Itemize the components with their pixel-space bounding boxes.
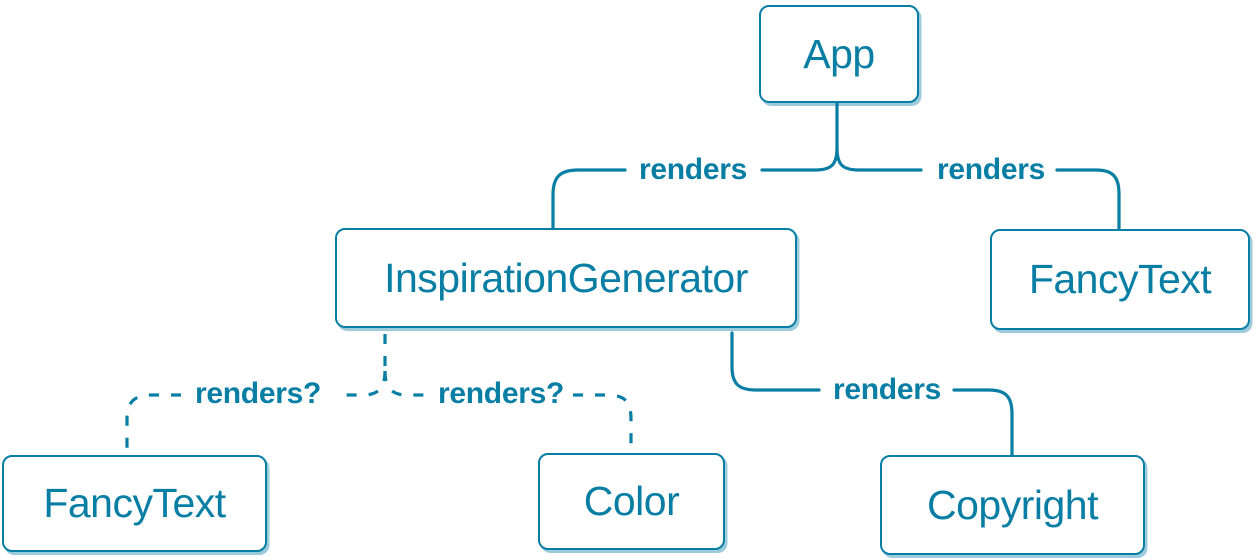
edge-inspirationgenerator-to-copyright-line <box>730 331 1014 457</box>
edge-inspirationgenerator-to-color-dashed-line <box>383 370 633 453</box>
node-fancy-text-top-label: FancyText <box>1028 256 1212 302</box>
node-inspiration-generator: InspirationGenerator <box>335 228 797 328</box>
node-copyright-label: Copyright <box>927 481 1098 528</box>
edge-label-renders-app-fancytext: renders <box>937 153 1045 186</box>
node-fancy-text-bottom-label: FancyText <box>43 480 226 526</box>
node-copyright: Copyright <box>880 455 1145 555</box>
node-app-label: App <box>803 30 875 77</box>
node-inspiration-generator-label: InspirationGenerator <box>384 254 748 301</box>
node-app: App <box>759 5 919 103</box>
node-fancy-text-bottom: FancyText <box>2 455 267 552</box>
node-fancy-text-top: FancyText <box>990 229 1250 330</box>
edge-label-renders-app-inspirationgenerator: renders <box>639 153 747 186</box>
edge-app-to-fancytext-line <box>835 146 1121 231</box>
node-color-label: Color <box>583 478 680 524</box>
edge-label-renders-inspirationgenerator-copyright: renders <box>833 373 941 406</box>
node-color: Color <box>538 453 725 550</box>
edge-label-renders-question-inspirationgenerator-fancytext: renders? <box>195 377 321 410</box>
edge-label-renders-question-inspirationgenerator-color: renders? <box>438 377 564 410</box>
